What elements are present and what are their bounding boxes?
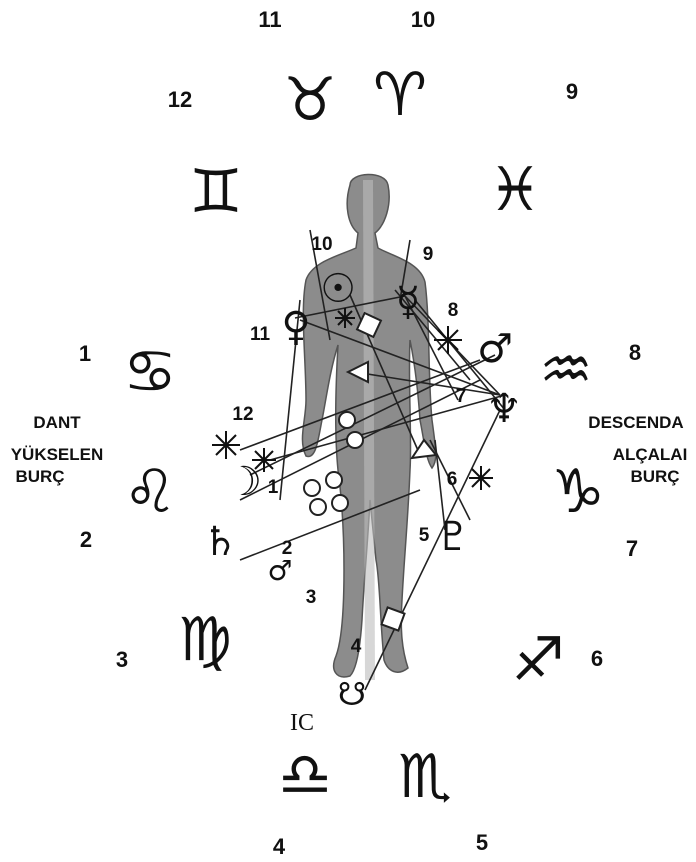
inner-number-6: 6 bbox=[447, 469, 458, 490]
house-number-6: 6 bbox=[591, 646, 603, 671]
inner-number-10: 10 bbox=[311, 234, 332, 255]
aquarius-icon: ♒ bbox=[539, 335, 593, 405]
house-number-9: 9 bbox=[566, 79, 578, 104]
ic-label: IC bbox=[290, 710, 314, 736]
svg-text:YÜKSELEN: YÜKSELEN bbox=[11, 445, 104, 464]
inner-number-4: 4 bbox=[351, 636, 362, 657]
libra-icon: ♎ bbox=[278, 740, 332, 810]
neptune-icon: ♆ bbox=[486, 386, 522, 432]
ascendant-label: DANT YÜKSELEN BURÇ bbox=[11, 413, 104, 486]
pluto-icon: ♇ bbox=[435, 514, 471, 560]
house-number-8: 8 bbox=[629, 340, 641, 365]
gemini-icon: ♊ bbox=[189, 157, 243, 227]
small-mars-icon: ♂ bbox=[267, 554, 292, 587]
inner-number-5: 5 bbox=[419, 525, 430, 546]
svg-text:BURÇ: BURÇ bbox=[15, 467, 64, 486]
mars-icon: ♂ bbox=[477, 326, 513, 372]
aries-icon: ♈ bbox=[373, 60, 427, 130]
house-number-3: 3 bbox=[116, 647, 128, 672]
house-number-7: 7 bbox=[626, 536, 638, 561]
sagittarius-icon: ♐ bbox=[511, 625, 565, 695]
house-number-10: 10 bbox=[411, 7, 435, 32]
inner-number-1: 1 bbox=[268, 477, 279, 498]
house-number-1: 1 bbox=[79, 341, 91, 366]
house-number-5: 5 bbox=[476, 830, 488, 855]
cancer-icon: ♋ bbox=[123, 337, 177, 407]
svg-text:ALÇALAI: ALÇALAI bbox=[613, 445, 688, 464]
leo-icon: ♌ bbox=[123, 457, 177, 527]
virgo-icon: ♍ bbox=[178, 605, 232, 675]
node-icon: ☋ bbox=[338, 675, 366, 713]
mercury-icon: ☿ bbox=[396, 279, 421, 325]
venus-icon: ♀ bbox=[281, 304, 310, 350]
inner-number-12: 12 bbox=[232, 404, 253, 425]
inner-number-9: 9 bbox=[423, 244, 434, 265]
svg-text:BURÇ: BURÇ bbox=[630, 467, 679, 486]
taurus-icon: ♉ bbox=[283, 65, 337, 135]
svg-text:DANT: DANT bbox=[33, 413, 81, 432]
inner-number-7: 7 bbox=[456, 386, 467, 407]
scorpio-icon: ♏ bbox=[398, 742, 452, 812]
saturn-icon: ♄ bbox=[202, 519, 238, 565]
capricorn-icon: ♑ bbox=[551, 457, 605, 527]
house-number-2: 2 bbox=[80, 527, 92, 552]
inner-number-8: 8 bbox=[448, 300, 459, 321]
inner-number-11: 11 bbox=[250, 324, 271, 345]
house-number-4: 4 bbox=[273, 834, 286, 859]
inner-number-3: 3 bbox=[306, 587, 317, 608]
svg-text:DESCENDA: DESCENDA bbox=[588, 413, 683, 432]
house-number-12: 12 bbox=[168, 87, 192, 112]
moon-icon: ☽ bbox=[226, 459, 262, 505]
sun-icon: ☉ bbox=[320, 266, 356, 312]
house-number-11: 11 bbox=[258, 7, 281, 32]
pisces-icon: ♓ bbox=[488, 155, 542, 225]
